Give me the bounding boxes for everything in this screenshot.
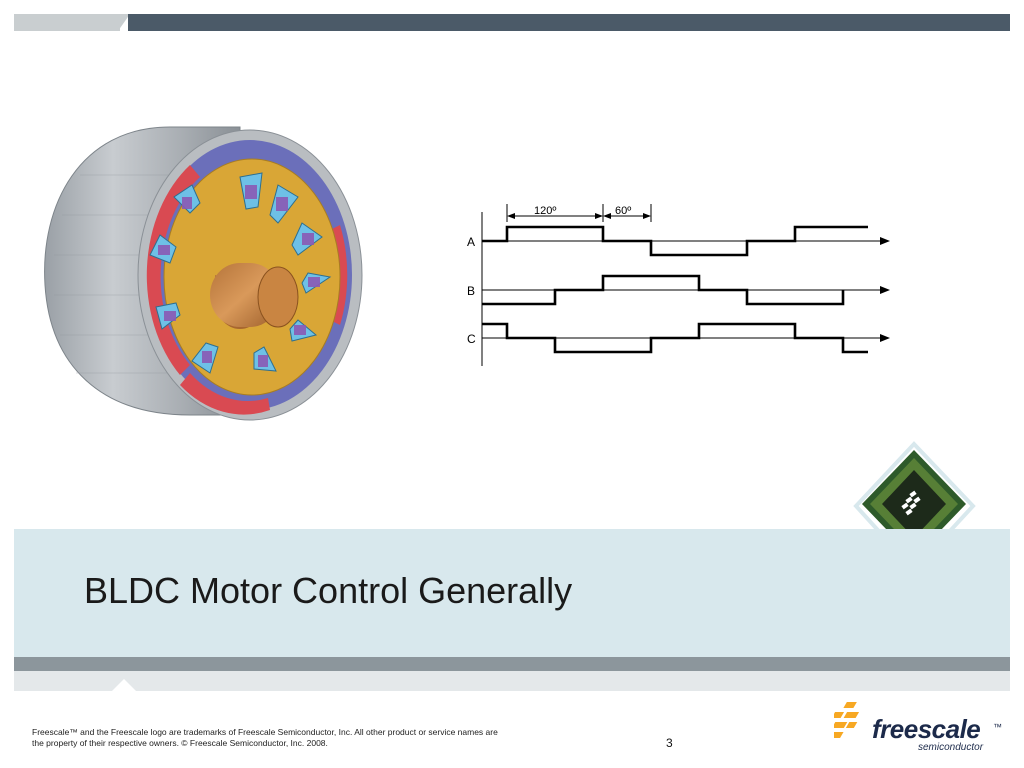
phase-c-waveform (482, 322, 868, 354)
phase-label-c: C (467, 332, 476, 346)
title-band (14, 529, 1010, 657)
footer-line-1: Freescale™ and the Freescale logo are tr… (32, 727, 498, 737)
phase-b-arrow (880, 286, 890, 294)
logo-trademark: ™ (993, 722, 1002, 732)
footer-bar-light (14, 671, 1010, 691)
phase-b-waveform (482, 274, 845, 306)
phase-label-a: A (467, 235, 475, 249)
logo-wordmark: freescale (872, 714, 981, 744)
freescale-logo-icon (834, 702, 860, 738)
header-bar-light (14, 14, 120, 31)
footer-notch (112, 679, 136, 691)
slide-title: BLDC Motor Control Generally (84, 570, 573, 611)
angle-label-120: 120º (534, 205, 556, 217)
bldc-motor-illustration (44, 126, 363, 421)
commutation-waveform-diagram: 120º 60º A B C (467, 204, 890, 366)
angle-label-60: 60º (615, 205, 631, 217)
footer-legal-text: Freescale™ and the Freescale logo are tr… (32, 727, 522, 749)
footer-bar-dark (14, 657, 1010, 671)
phase-a-waveform (482, 225, 868, 257)
footer-line-2: the property of their respective owners.… (32, 738, 328, 748)
phase-a-arrow (880, 237, 890, 245)
phase-label-b: B (467, 284, 475, 298)
phase-c-arrow (880, 334, 890, 342)
logo-subtitle: semiconductor (918, 742, 984, 753)
header-bar-dark (128, 14, 1010, 31)
header-notch (118, 14, 130, 31)
page-number: 3 (666, 736, 673, 750)
